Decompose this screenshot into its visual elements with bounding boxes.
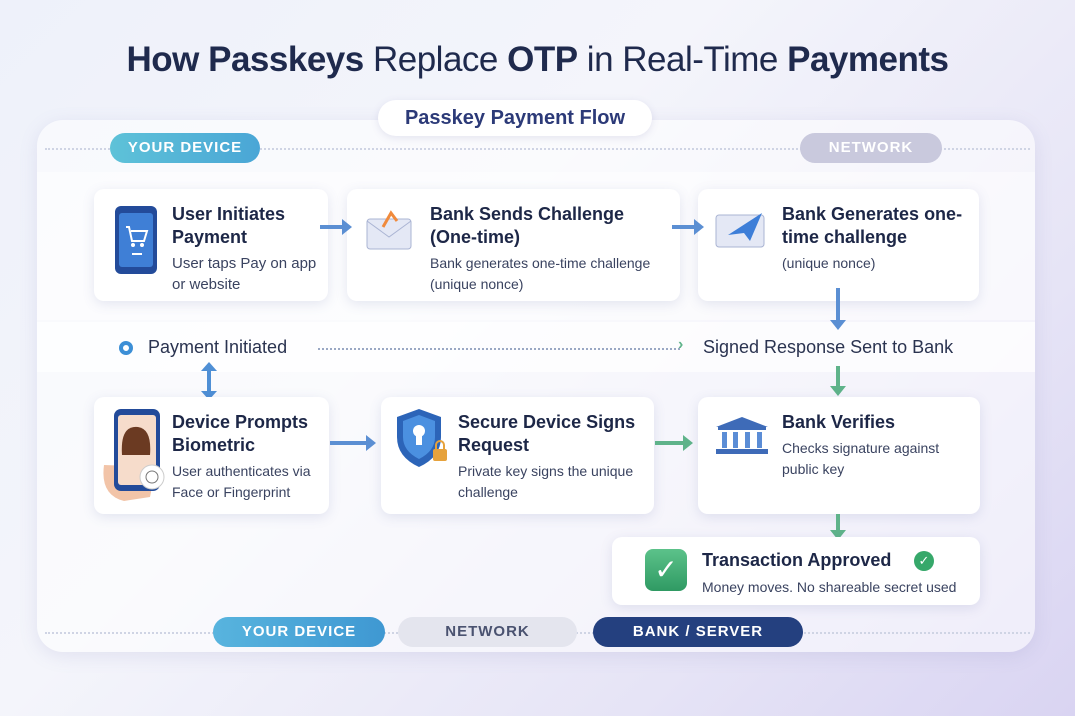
arrow-down: [830, 514, 846, 540]
network-header: NETWORK: [800, 133, 942, 163]
status-signed-response: Signed Response Sent to Bank: [703, 337, 954, 357]
face-fingerprint-icon: [103, 409, 165, 501]
arrow-right: [655, 435, 693, 451]
legend-your-device: YOUR DEVICE: [213, 617, 385, 647]
step-bank-generates: Bank Generates one-time challenge(unique…: [698, 189, 979, 301]
envelope-icon: [366, 210, 412, 250]
arrow-right: [320, 219, 352, 235]
approved-desc: Money moves. No shareable secret used: [702, 579, 957, 595]
page-title: How Passkeys Replace OTP in Real-Time Pa…: [126, 40, 949, 79]
approved-title: Transaction Approved: [702, 550, 892, 570]
arrow-right: [672, 219, 704, 235]
arrow-down: [830, 366, 846, 396]
transaction-approved-card: ✓ Transaction Approved ✓ Money moves. No…: [612, 537, 980, 605]
paper-plane-envelope-icon: [715, 213, 765, 248]
arrow-right: [330, 435, 376, 451]
flow-label: Passkey Payment Flow: [378, 100, 652, 136]
bidirectional-arrow-icon: [207, 366, 211, 394]
legend-network: NETWORK: [398, 617, 577, 647]
bank-icon: [716, 417, 768, 454]
shield-keyhole-icon: [397, 409, 447, 467]
checkmark-icon: ✓: [645, 549, 687, 591]
chevron-right-icon: ›: [678, 336, 684, 353]
step-bank-sends-challenge: Bank Sends Challenge (One-time)Bank gene…: [347, 189, 680, 301]
status-payment-initiated: Payment Initiated: [148, 337, 288, 357]
your-device-header: YOUR DEVICE: [110, 133, 260, 163]
phone-cart-icon: [115, 206, 157, 274]
check-circle-icon: ✓: [914, 551, 934, 571]
arrow-down: [830, 288, 846, 330]
legend-bank-server: BANK / SERVER: [593, 617, 803, 647]
status-dot-icon: [119, 341, 133, 355]
